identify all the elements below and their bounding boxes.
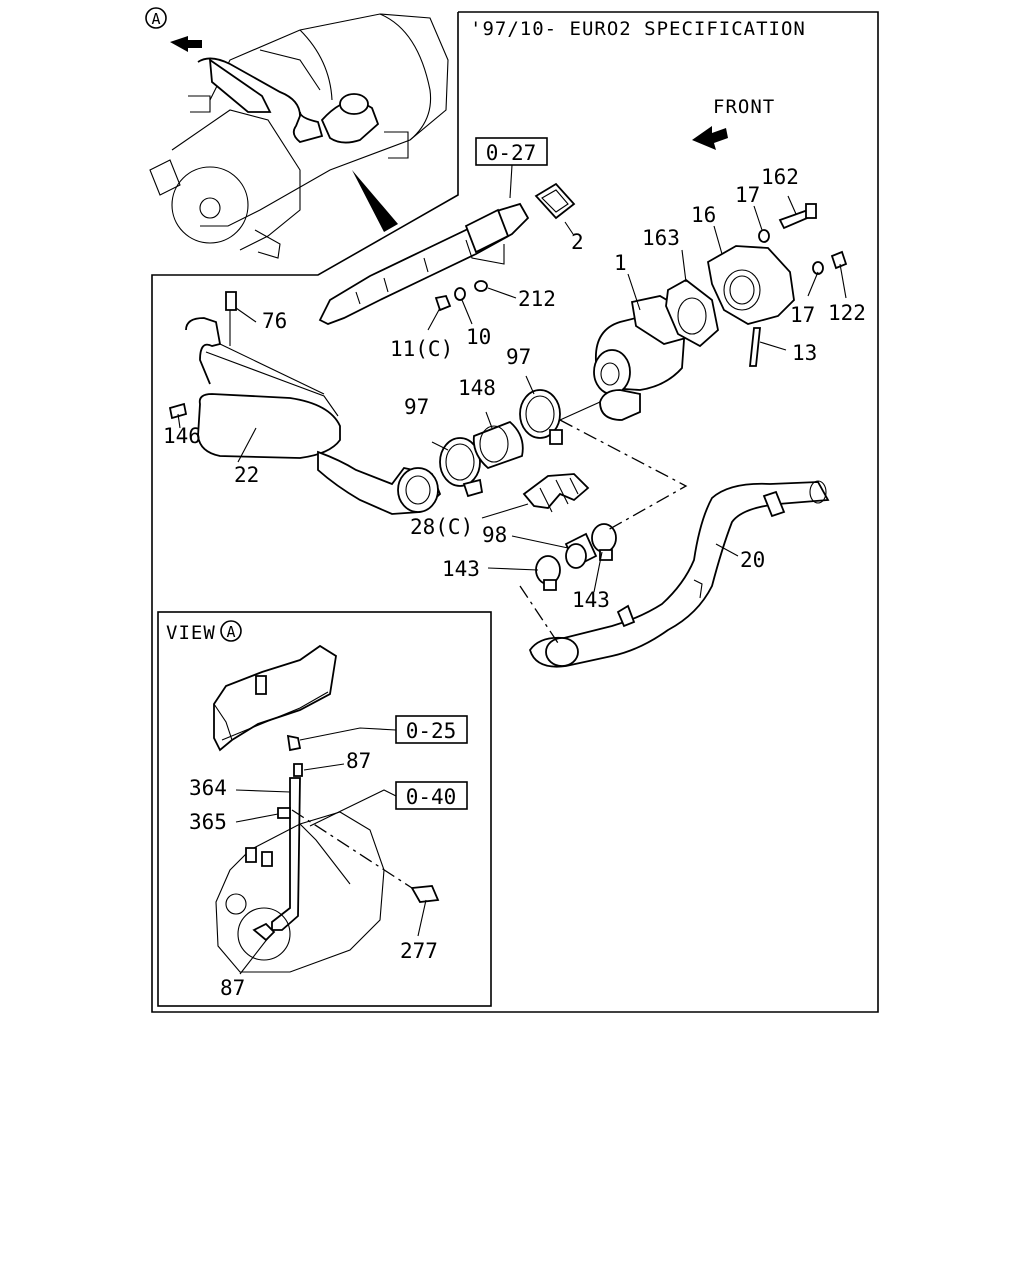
leader-lines (177, 195, 847, 593)
exhaust-pipe-20 (529, 480, 830, 668)
front-label: FRONT (713, 96, 775, 118)
gasket-2 (534, 182, 576, 220)
label-11c: 11(C) (390, 337, 453, 361)
label-98: 98 (482, 523, 507, 547)
ref-0-25-text: 0-25 (406, 719, 457, 743)
label-16: 16 (691, 203, 716, 227)
view-circle-icon (220, 620, 242, 642)
exhaust-muffler-22 (168, 291, 442, 515)
bellows-148 (472, 420, 524, 470)
turbocharger-1 (559, 295, 687, 421)
clamp-97-right (519, 389, 563, 445)
elbow-16 (707, 245, 795, 325)
engine-inset (149, 13, 449, 259)
label-212: 212 (518, 287, 556, 311)
view-a-marker-icon: A (145, 7, 167, 29)
ref-box-0-27: 0-27 (475, 137, 548, 199)
label-28c: 28(C) (410, 515, 473, 539)
heat-shield-28c (522, 473, 590, 513)
exhaust-pipe-upper (318, 202, 530, 325)
label-20: 20 (740, 548, 765, 572)
connection-lines (519, 419, 688, 647)
label-17-upper: 17 (735, 183, 760, 207)
gasket-163 (665, 278, 719, 348)
label-97-right: 97 (506, 345, 531, 369)
stud-bolt-fasteners (749, 203, 848, 367)
label-13: 13 (792, 341, 817, 365)
label-143-left: 143 (442, 557, 480, 581)
view-a-inset: VIEW A 0-25 0-40 (166, 620, 468, 1000)
main-frame (151, 11, 879, 1013)
diagram-frames (151, 11, 879, 1013)
view-label: VIEW (166, 622, 216, 644)
label-365: 365 (189, 810, 227, 834)
label-87-upper: 87 (346, 749, 371, 773)
fasteners-center (434, 280, 488, 312)
label-162: 162 (761, 165, 799, 189)
label-364: 364 (189, 776, 227, 800)
label-22: 22 (234, 463, 259, 487)
label-148: 148 (458, 376, 496, 400)
marker-letter: A (151, 10, 160, 28)
clamp-143-upper (591, 523, 617, 561)
clamp-97-left (439, 437, 484, 498)
label-143-bottom: 143 (572, 588, 610, 612)
ref-0-27-text: 0-27 (486, 141, 537, 165)
label-2: 2 (571, 230, 584, 254)
label-10: 10 (466, 325, 491, 349)
label-76: 76 (262, 309, 287, 333)
label-163: 163 (642, 226, 680, 250)
clamp-143-lower (535, 555, 561, 591)
ref-0-40-text: 0-40 (406, 785, 457, 809)
label-87-lower: 87 (220, 976, 245, 1000)
callout-labels: 2 1 163 16 17 162 17 122 13 212 11(C) 10… (163, 165, 866, 612)
front-arrow-icon (692, 126, 728, 150)
view-a-frame (157, 611, 492, 1007)
label-17-lower: 17 (790, 303, 815, 327)
pipe-98 (564, 532, 598, 569)
label-277: 277 (400, 939, 438, 963)
view-marker-letter: A (226, 623, 235, 641)
flow-arrow-icon (170, 36, 202, 52)
label-122: 122 (828, 301, 866, 325)
label-146: 146 (163, 424, 201, 448)
label-1: 1 (614, 251, 627, 275)
label-97-left: 97 (404, 395, 429, 419)
spec-title: '97/10- EURO2 SPECIFICATION (470, 18, 806, 40)
